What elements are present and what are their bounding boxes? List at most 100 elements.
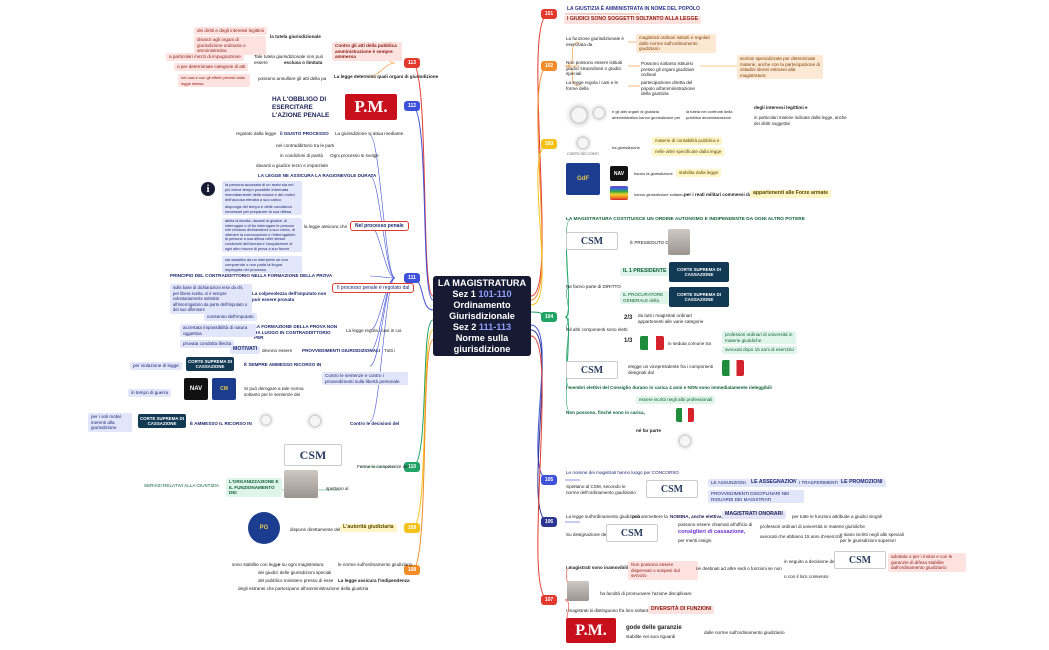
council-of-state-emblem-icon (566, 102, 592, 128)
s106-a: La legge sull'ordinamento giudiziario (566, 514, 641, 519)
s107-a5: o con il loro consenso (784, 574, 829, 579)
s111-f: La legge regola i casi in cui (346, 328, 402, 333)
tag-105[interactable]: 105 (541, 475, 557, 485)
s108-b: La legge assicura l'indipendenza (338, 578, 410, 583)
s111-e2: La colpevolezza dell'imputato non può es… (252, 291, 327, 302)
s107-a2: né destinati ad altre sedi o funzioni se… (696, 566, 782, 571)
csm-logo-5-icon: CSM (834, 551, 886, 569)
s111-e1: PRINCIPIO DEL CONTRADDITTORIO NELLA FORM… (170, 273, 333, 278)
s103-a3: in particolari materie indicate dalla le… (754, 115, 847, 126)
s111-f1: LA FORMAZIONE DELLA PROVA NON HA LUOGO I… (254, 324, 338, 341)
tag-111[interactable]: 111 (404, 273, 420, 283)
s106-b2: consiglieri di cassazione, (678, 529, 746, 535)
s104-durata: I membri elettivi del Consiglio durano i… (566, 385, 772, 390)
s111-f2: consenso dell'imputato (204, 313, 257, 321)
tag-102[interactable]: 102 (541, 61, 557, 71)
s110-c: L'ORGANIZZAZIONE E IL FUNZIONAMENTO DEI (226, 478, 282, 497)
s113-c: La legge determina quali organi di giuri… (334, 74, 439, 79)
corte-suprema-logo-3-icon: CORTE SUPREMA DI CASSAZIONE (186, 357, 234, 371)
s104-altri: Gli altri componenti sono eletti (566, 327, 628, 332)
central-line-3: Ordinamento (453, 299, 511, 310)
tag-112[interactable]: 112 (404, 101, 420, 111)
s102-b1: Possono soltanto istituirsi presso gli o… (641, 61, 695, 78)
s103-a2: degli interessi legittimi e (754, 105, 808, 110)
s113-c1: possono annullare gli atti della pa (258, 76, 327, 81)
justice-minister-photo-icon (284, 470, 318, 498)
s111-e3: sulla base di dichiarazioni rese da chi,… (170, 284, 252, 314)
s104-avv: avvocati dopo 15 anni di esercizio (722, 346, 797, 354)
s111-d1: la legge assicura che (304, 224, 348, 229)
s104-prof: professori ordinari di università in mat… (722, 331, 796, 345)
s111-e[interactable]: Il processo penale è regolato dal (332, 283, 415, 293)
s113-a1: la tutela giurisdizionale (270, 34, 321, 39)
s104-e23: da tutti i magistrati ordinari appartene… (638, 313, 704, 324)
s105-a2: LE ASSEGNAZIONI (748, 479, 802, 487)
s105-a: Spettano al CSM, secondo le norme dell'o… (566, 484, 636, 495)
s108-b3: degli estranei che partecipano all'ammin… (238, 586, 369, 591)
tag-103[interactable]: 103 (541, 139, 557, 149)
rainbow-flag-icon (610, 186, 628, 200)
s111-h1: per violazione di legge (130, 362, 182, 370)
s111-d2: la persona accusata di un reato sia nel … (222, 181, 302, 203)
s107-c: I magistrati si distinguono fra loro sol… (566, 608, 659, 613)
s102-a1: magistrati ordinari istituiti e regolati… (636, 34, 716, 53)
tag-113[interactable]: 113 (404, 58, 420, 68)
president-photo-icon (668, 229, 690, 255)
s111-h3: Si può derogare a tale norma soltanto pe… (244, 386, 304, 397)
tag-107[interactable]: 107 (541, 595, 557, 605)
csm-logo-6-icon: CSM (284, 444, 342, 466)
s103-d1: per i reati militari commessi da (684, 192, 752, 197)
s105-a1: LE ASSUNZIONI (708, 479, 749, 487)
s111-b: Ogni processo si svolge (330, 153, 379, 158)
tag-109[interactable]: 109 (404, 523, 420, 533)
s113-b2: a particolari mezzi di impugnazione (166, 53, 244, 61)
s106-a4: per tutte le funzioni attribuite a giudi… (792, 514, 883, 519)
csm-logo-2-icon: CSM (566, 361, 618, 379)
corte-suprema-logo-1-icon: CORTE SUPREMA DI CASSAZIONE (669, 262, 729, 282)
police-emblem-icon: PG (248, 512, 280, 544)
s105-a3: I TRASFERIMENTI (796, 479, 842, 487)
s107-d: gode delle garanzie (626, 625, 682, 631)
tag-106[interactable]: 106 (541, 517, 557, 527)
s111-g: Tutti i (384, 348, 396, 353)
s106-a3: MAGISTRATI ONORARI (722, 511, 786, 519)
s107-a1: Non possono essere dispensati o sospesi … (628, 561, 698, 580)
s104-non1: essere iscritti negli albi professionali (636, 396, 716, 404)
military-justice-shield-icon: GdF (566, 163, 600, 195)
tag-108[interactable]: 108 (404, 565, 420, 575)
s104-pres: È PRESIEDUTO DAL (630, 240, 675, 245)
csm-logo-3-icon: CSM (646, 480, 698, 498)
s104-e13: in seduta comune tra (668, 341, 711, 346)
central-line-5: Sez 2 111-113 (452, 321, 512, 332)
s111-h2: Contro le sentenze e contro i provvedime… (322, 372, 408, 386)
s110-c1: SERVIZI RELATIVI ALLA GIUSTIZIA (144, 483, 219, 488)
parliament-logo-3-icon (676, 408, 694, 422)
s111-i: Contro le decisioni del (350, 421, 400, 426)
s111-h: È SEMPRE AMMESSO RICORSO IN (244, 362, 322, 367)
s111-d[interactable]: Nel processo penale (350, 221, 409, 231)
central-line-2: Sez 1 101-110 (452, 288, 512, 299)
central-line-7: giurisdizione (453, 343, 511, 354)
corte-suprema-logo-2-icon: CORTE SUPREMA DI CASSAZIONE (669, 287, 729, 307)
s113-c2: nei casi e con gli effetti previsti dall… (178, 74, 250, 88)
s108-a: sono stabilite con legge (232, 562, 281, 567)
tag-110[interactable]: 110 (404, 462, 420, 472)
central-topic[interactable]: LA MAGISTRATURA Sez 1 101-110 Ordinament… (433, 276, 531, 356)
s101-a: LA GIUSTIZIA È AMMINISTRATA IN NOME DEL … (567, 6, 700, 12)
tag-101[interactable]: 101 (541, 9, 557, 19)
s106-b6: e siano iscritti negli albi speciali per… (840, 532, 904, 543)
s103-b1: materie di contabilità pubblica e (652, 137, 723, 145)
s103-d2: appartenenti alle Forze armate (750, 190, 831, 198)
s103-a1: la tutela nei confronti della pubblica a… (686, 109, 733, 120)
s110-a: Ferme le competenze del (357, 464, 409, 469)
central-line-4: Giurisdizionale (449, 310, 515, 321)
tag-104[interactable]: 104 (541, 312, 557, 322)
s111-d4: abbia la facoltà, davanti al giudice, di… (222, 218, 302, 253)
central-line-6: Norme sulla (455, 332, 509, 343)
s102-c: La legge regola i casi e le forme della (566, 80, 619, 91)
s102-b: Non possono essere istituiti giudici str… (566, 60, 623, 77)
s111-g3: MOTIVATI (230, 346, 261, 354)
s104-non: Non possono, finché sono in carica, (566, 410, 645, 415)
pm-logo-icon: P.M. (566, 618, 616, 643)
s112-a: HA L'OBBLIGO DI ESERCITARE L'AZIONE PENA… (272, 96, 330, 119)
